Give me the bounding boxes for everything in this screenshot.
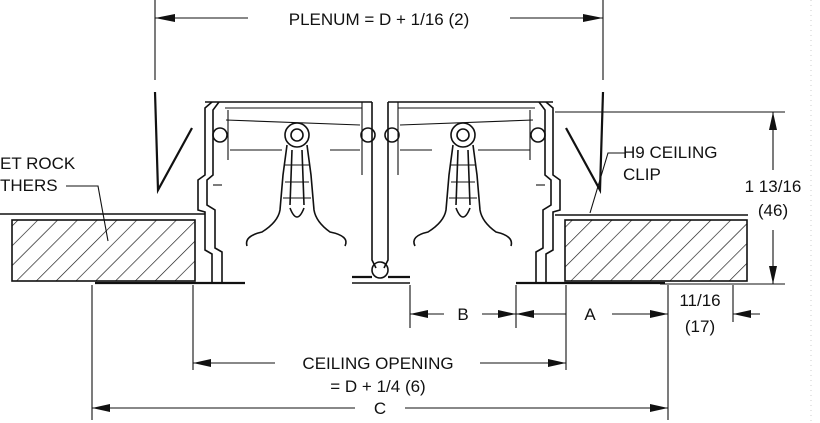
center-tbar xyxy=(352,102,410,284)
overall-c-dimension xyxy=(91,285,668,420)
ceiling-opening-label-line1: CEILING OPENING xyxy=(302,354,453,373)
right-deflector-blade xyxy=(413,122,513,247)
clip-label-line1: H9 CEILING xyxy=(623,143,717,162)
right-frame-profile xyxy=(529,101,561,283)
dim-c-label: C xyxy=(374,399,386,418)
left-deflector-blade xyxy=(245,122,347,247)
left-ceiling-clip xyxy=(153,91,193,195)
plenum-label: PLENUM = D + 1/16 (2) xyxy=(289,10,469,29)
top-frame xyxy=(205,101,553,175)
height-label-line2: (46) xyxy=(758,201,788,220)
ceiling-opening-dimension xyxy=(192,285,567,370)
ceiling-opening-label-line2: = D + 1/4 (6) xyxy=(330,377,425,396)
sheetrock-label-line1: ET ROCK xyxy=(0,154,76,173)
clip-label-line2: CLIP xyxy=(623,165,661,184)
flange-label-line1: 11/16 xyxy=(679,291,720,310)
ab-dimension xyxy=(409,285,760,420)
sheetrock-leader xyxy=(66,185,109,242)
dim-a-label: A xyxy=(584,305,596,324)
clip-leader xyxy=(589,152,626,214)
sheetrock-label-line2: THERS xyxy=(0,176,58,195)
left-sheetrock-panel xyxy=(0,213,245,285)
right-ceiling-clip xyxy=(565,91,605,195)
flange-label-line2: (17) xyxy=(685,317,715,336)
height-dimension xyxy=(555,111,785,285)
plenum-dimension xyxy=(154,0,604,80)
dim-b-label: B xyxy=(457,305,468,324)
right-sheetrock-panel xyxy=(516,214,748,285)
height-label-line1: 1 13/16 xyxy=(745,177,802,196)
left-frame-profile xyxy=(197,101,229,283)
